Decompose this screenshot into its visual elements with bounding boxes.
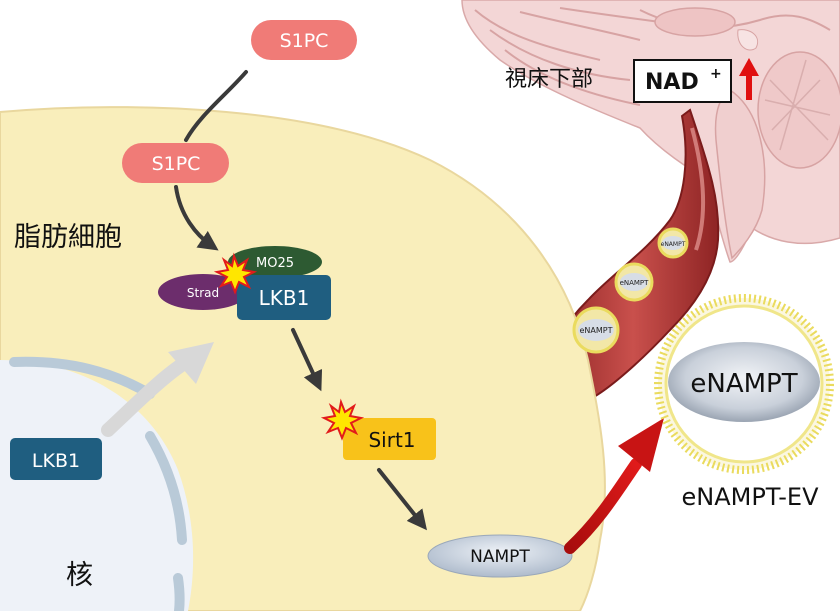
up-arrow-icon [739, 58, 759, 100]
hypothalamus-label: 視床下部 [505, 67, 593, 92]
ev-inner-label: eNAMPT [690, 369, 797, 399]
nad-box: NAD + [633, 59, 732, 103]
sirt1: Sirt1 [320, 398, 436, 460]
lkb1-to-sirt1-arrow [291, 328, 323, 392]
burst-icon [213, 252, 258, 295]
lkb1-complex-box [237, 275, 331, 320]
nad-superscript: + [710, 66, 722, 82]
vesicle-1-label: eNAMPT [661, 241, 686, 248]
mo25-label: MO25 [256, 256, 294, 271]
ev-core [668, 342, 820, 422]
s1pc-outside-label: S1PC [280, 30, 329, 52]
sirt1-label: Sirt1 [368, 428, 415, 452]
brain-illustration [461, 0, 840, 263]
nucleus-label: 核 [66, 560, 93, 591]
lkb1-translocation-arrow [101, 342, 214, 437]
s1pc-entry-line [184, 70, 248, 142]
export-arrow [564, 418, 664, 554]
s1pc-outside-pill: S1PC [251, 20, 357, 60]
vesicle-3: eNAMPT [572, 306, 620, 354]
s1pc-to-lkb1-arrow [174, 185, 219, 251]
lkb1-nucleus-box: LKB1 [10, 438, 102, 480]
vesicle-2-label: eNAMPT [620, 279, 650, 287]
s1pc-inside-label: S1PC [152, 153, 201, 175]
sirt1-to-nampt-arrow [377, 468, 427, 531]
nucleus [0, 356, 194, 611]
vesicle-2: eNAMPT [614, 262, 654, 302]
vesicle-1: eNAMPT [657, 227, 689, 259]
lkb1-nucleus-label: LKB1 [32, 450, 80, 472]
nampt: NAMPT [427, 534, 573, 578]
sirt1-box [343, 418, 436, 460]
adipocyte-label: 脂肪細胞 [14, 222, 122, 253]
lkb1-complex-label: LKB1 [259, 286, 310, 310]
ev-label: eNAMPT-EV [681, 483, 819, 511]
strad-label: Strad [187, 286, 219, 300]
nampt-label: NAMPT [470, 547, 530, 567]
mo25-ellipse [228, 246, 322, 278]
nad-label: NAD [645, 70, 699, 95]
s1pc-inside-pill: S1PC [122, 143, 229, 183]
lkb1-complex: Strad MO25 LKB1 [158, 246, 331, 320]
nampt-ellipse [427, 534, 573, 578]
ev-vesicle: eNAMPT [654, 294, 834, 474]
burst-icon [320, 398, 365, 441]
vesicle-3-label: eNAMPT [580, 326, 613, 335]
